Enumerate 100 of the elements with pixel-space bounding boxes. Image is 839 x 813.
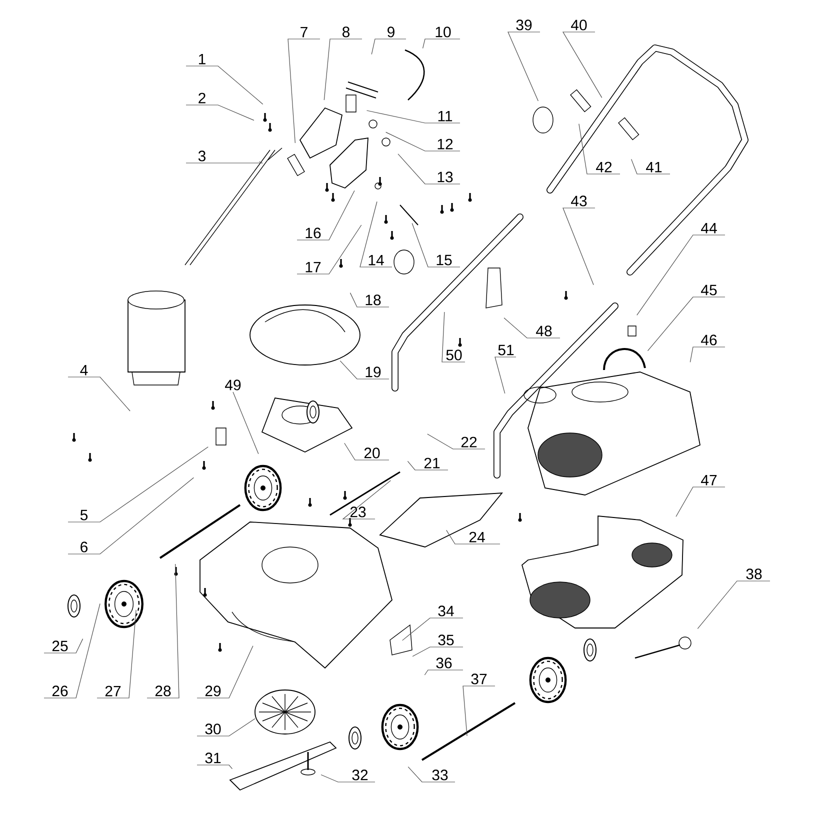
leader-line <box>360 201 392 268</box>
leader-line <box>296 224 362 274</box>
callout-number: 35 <box>438 634 454 646</box>
leader-line <box>407 460 448 470</box>
callout-number: 31 <box>205 752 221 764</box>
leader-line <box>424 670 464 676</box>
callout-number: 2 <box>198 92 206 104</box>
leader-line <box>412 646 464 657</box>
callout-number: 45 <box>701 284 717 296</box>
leader-line <box>690 346 726 362</box>
callout-number: 27 <box>105 686 121 696</box>
leader-line <box>68 446 208 522</box>
callout-number: 44 <box>701 222 717 234</box>
leader-line <box>446 530 500 544</box>
leader-line <box>578 124 620 174</box>
leader-line <box>442 312 466 362</box>
leader-line <box>296 190 355 240</box>
leader-line <box>146 564 180 698</box>
leader-line <box>44 603 100 698</box>
callout-number: 32 <box>352 770 368 780</box>
callout-number: 43 <box>571 196 587 206</box>
leader-line <box>422 38 460 49</box>
leader-line <box>320 774 376 782</box>
leader-line <box>504 318 560 338</box>
leader-line <box>631 158 670 174</box>
callout-number: 36 <box>436 658 452 668</box>
leader-line <box>340 360 390 380</box>
callout-number: 42 <box>596 162 612 172</box>
callout-number: 40 <box>571 20 587 30</box>
callout-number: 41 <box>646 162 662 172</box>
callout-number: 3 <box>198 150 206 162</box>
leader-line <box>508 32 540 102</box>
callout-number: 13 <box>438 172 453 182</box>
callout-number: 30 <box>205 724 221 734</box>
callout-number: 21 <box>424 458 440 468</box>
callout-number: 10 <box>436 26 451 38</box>
leader-line <box>44 638 84 654</box>
callout-number: 20 <box>364 448 380 458</box>
callout-number: 22 <box>461 436 477 448</box>
callout-number: 37 <box>471 674 487 684</box>
leader-line <box>68 477 194 554</box>
leader-line <box>371 38 406 55</box>
leader-line <box>676 486 726 517</box>
callout-number: 16 <box>306 228 321 238</box>
callout-number: 39 <box>516 20 532 30</box>
callout-number: 6 <box>80 542 88 552</box>
callout-number: 33 <box>432 770 448 780</box>
leader-line <box>494 356 516 394</box>
callout-number: 1 <box>198 54 206 64</box>
leader-line <box>697 580 770 630</box>
leader-line <box>647 296 726 352</box>
callout-number: 50 <box>446 350 462 360</box>
callout-number: 24 <box>469 532 485 542</box>
leader-line <box>196 764 233 770</box>
callout-number: 34 <box>438 606 454 616</box>
leader-line <box>412 222 460 268</box>
leader-line <box>366 110 460 124</box>
leader-line <box>186 66 264 105</box>
callout-number: 14 <box>368 254 384 266</box>
leader-line <box>324 38 362 100</box>
leader-line <box>636 234 726 316</box>
callout-number: 18 <box>366 294 381 306</box>
callout-number: 4 <box>80 364 88 376</box>
callout-number: 9 <box>388 26 394 38</box>
callout-number: 25 <box>52 640 68 652</box>
leader-line <box>398 154 460 184</box>
callout-number: 7 <box>300 26 308 38</box>
leader-line <box>386 132 460 152</box>
leader-line <box>196 718 256 736</box>
leader-line <box>68 376 130 412</box>
callout-number: 49 <box>225 380 241 390</box>
leader-line <box>342 480 391 520</box>
leader-line <box>427 434 486 450</box>
leader-line <box>562 32 602 98</box>
callout-number: 19 <box>366 366 381 378</box>
leader-line <box>402 618 464 641</box>
callout-number: 5 <box>80 510 88 520</box>
leader-line <box>408 766 456 782</box>
leader-line <box>288 38 320 144</box>
callout-number: 47 <box>701 474 717 486</box>
callout-number: 8 <box>342 26 350 38</box>
callout-number: 48 <box>536 326 552 336</box>
leader-line <box>196 646 254 698</box>
leader-line <box>96 610 136 698</box>
callout-number: 23 <box>350 506 366 518</box>
leader-line <box>344 442 390 460</box>
callout-number: 29 <box>205 686 221 696</box>
callout-number: 46 <box>701 334 717 346</box>
callout-number: 17 <box>306 262 321 272</box>
callout-number: 38 <box>746 568 762 580</box>
leader-line <box>562 208 596 286</box>
callout-number: 26 <box>52 686 68 696</box>
leader-line <box>186 161 264 164</box>
leader-line <box>186 104 254 121</box>
callout-number: 15 <box>436 254 452 266</box>
leader-line <box>350 292 390 308</box>
leader-line <box>462 686 496 736</box>
callout-number: 28 <box>155 686 171 696</box>
callout-number: 51 <box>498 344 514 356</box>
callout-number: 12 <box>438 138 453 150</box>
